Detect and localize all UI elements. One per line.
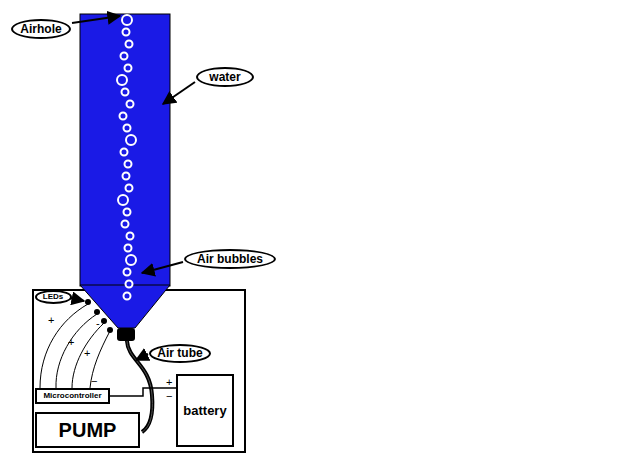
air-bubble bbox=[121, 149, 128, 156]
led-wire bbox=[56, 314, 97, 388]
led bbox=[85, 299, 91, 305]
polarity-label: + bbox=[68, 337, 74, 348]
air-bubble bbox=[122, 89, 129, 96]
air-bubble bbox=[124, 209, 131, 216]
air-bubble bbox=[126, 255, 136, 265]
air-bubbles bbox=[117, 15, 136, 300]
led bbox=[94, 309, 100, 315]
callout-oval: Airhole bbox=[11, 19, 71, 39]
air-bubble bbox=[122, 15, 132, 25]
pump-box: PUMP bbox=[35, 412, 140, 448]
air-bubble bbox=[122, 221, 129, 228]
polarity-label: + bbox=[48, 315, 54, 326]
air-bubble bbox=[124, 269, 131, 276]
leader-lines bbox=[70, 16, 195, 360]
callout-oval: Air tube bbox=[149, 344, 211, 363]
air-bubble bbox=[118, 195, 128, 205]
led-wires bbox=[40, 304, 110, 388]
node-text: battery bbox=[183, 404, 226, 417]
polarity-label: − bbox=[166, 391, 172, 402]
leader-line bbox=[72, 16, 120, 23]
air-bubble bbox=[117, 75, 127, 85]
air-bubble bbox=[125, 65, 132, 72]
air-bubble bbox=[126, 135, 136, 145]
air-bubble bbox=[127, 233, 134, 240]
node-text: Airhole bbox=[20, 23, 61, 35]
led-wire bbox=[90, 331, 110, 388]
node-text: water bbox=[209, 71, 240, 83]
polarity-label: - bbox=[96, 318, 100, 329]
air-bubble bbox=[123, 29, 130, 36]
air-bubble bbox=[124, 125, 131, 132]
water-funnel bbox=[80, 285, 170, 328]
air-bubble bbox=[127, 101, 134, 108]
leader-line bbox=[70, 298, 84, 301]
water-column bbox=[80, 14, 170, 286]
node-text: PUMP bbox=[59, 420, 117, 440]
callout-oval: Air bubbles bbox=[184, 249, 276, 269]
callout-oval: LEDs bbox=[35, 290, 72, 304]
air-bubble bbox=[124, 293, 131, 300]
led-wire bbox=[40, 304, 88, 388]
polarity-label: + bbox=[166, 377, 172, 388]
led-wire bbox=[72, 323, 104, 388]
leds bbox=[85, 299, 113, 333]
node-text: Air bubbles bbox=[197, 253, 263, 265]
led bbox=[101, 318, 107, 324]
node-text: LEDs bbox=[43, 293, 63, 301]
led bbox=[107, 327, 113, 333]
battery-box: battery bbox=[176, 374, 234, 447]
air-bubble bbox=[126, 41, 133, 48]
air-bubble bbox=[126, 185, 133, 192]
air-bubble bbox=[126, 281, 133, 288]
polarity-label: − bbox=[91, 376, 97, 387]
callout-oval: water bbox=[196, 67, 254, 87]
leader-line bbox=[142, 262, 183, 273]
air-bubble bbox=[121, 53, 128, 60]
node-text: Microcontroller bbox=[43, 392, 101, 400]
microcontroller-box: Microcontroller bbox=[35, 388, 110, 404]
air-bubble bbox=[125, 245, 132, 252]
polarity-label: + bbox=[84, 348, 90, 359]
leader-line bbox=[136, 354, 148, 360]
air-bubble bbox=[120, 113, 127, 120]
air-bubble bbox=[123, 173, 130, 180]
leader-line bbox=[163, 82, 195, 104]
nozzle bbox=[117, 328, 135, 341]
air-bubble bbox=[125, 161, 132, 168]
node-text: Air tube bbox=[157, 347, 202, 359]
